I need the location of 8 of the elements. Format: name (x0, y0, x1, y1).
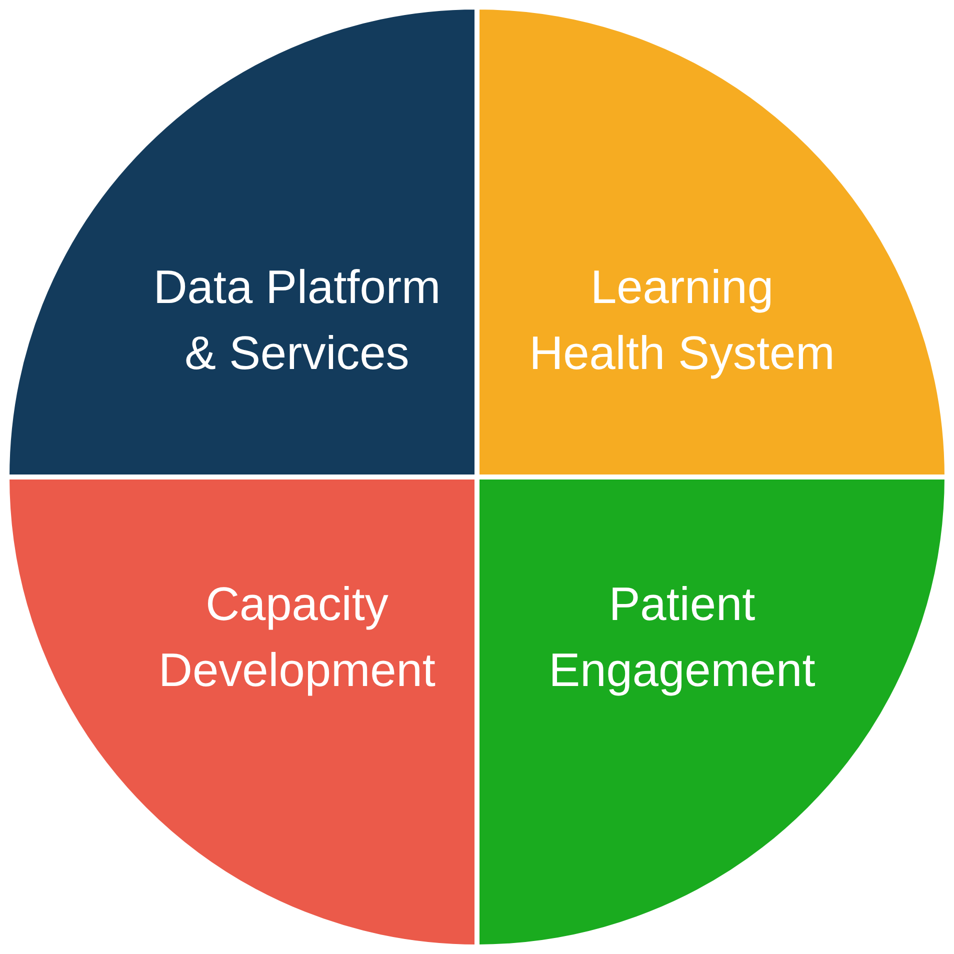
quadrant-label: Patient Engagement (548, 576, 816, 698)
quadrant-label: Data Platform & Services (152, 259, 442, 381)
quadrant-label: Capacity Development (158, 576, 436, 698)
pie-quadrant (477, 477, 947, 947)
pie-quadrant (477, 7, 947, 477)
quadrant-label: Learning Health System (528, 259, 836, 381)
pie-quadrant (7, 477, 477, 947)
pie-quadrant (7, 7, 477, 477)
